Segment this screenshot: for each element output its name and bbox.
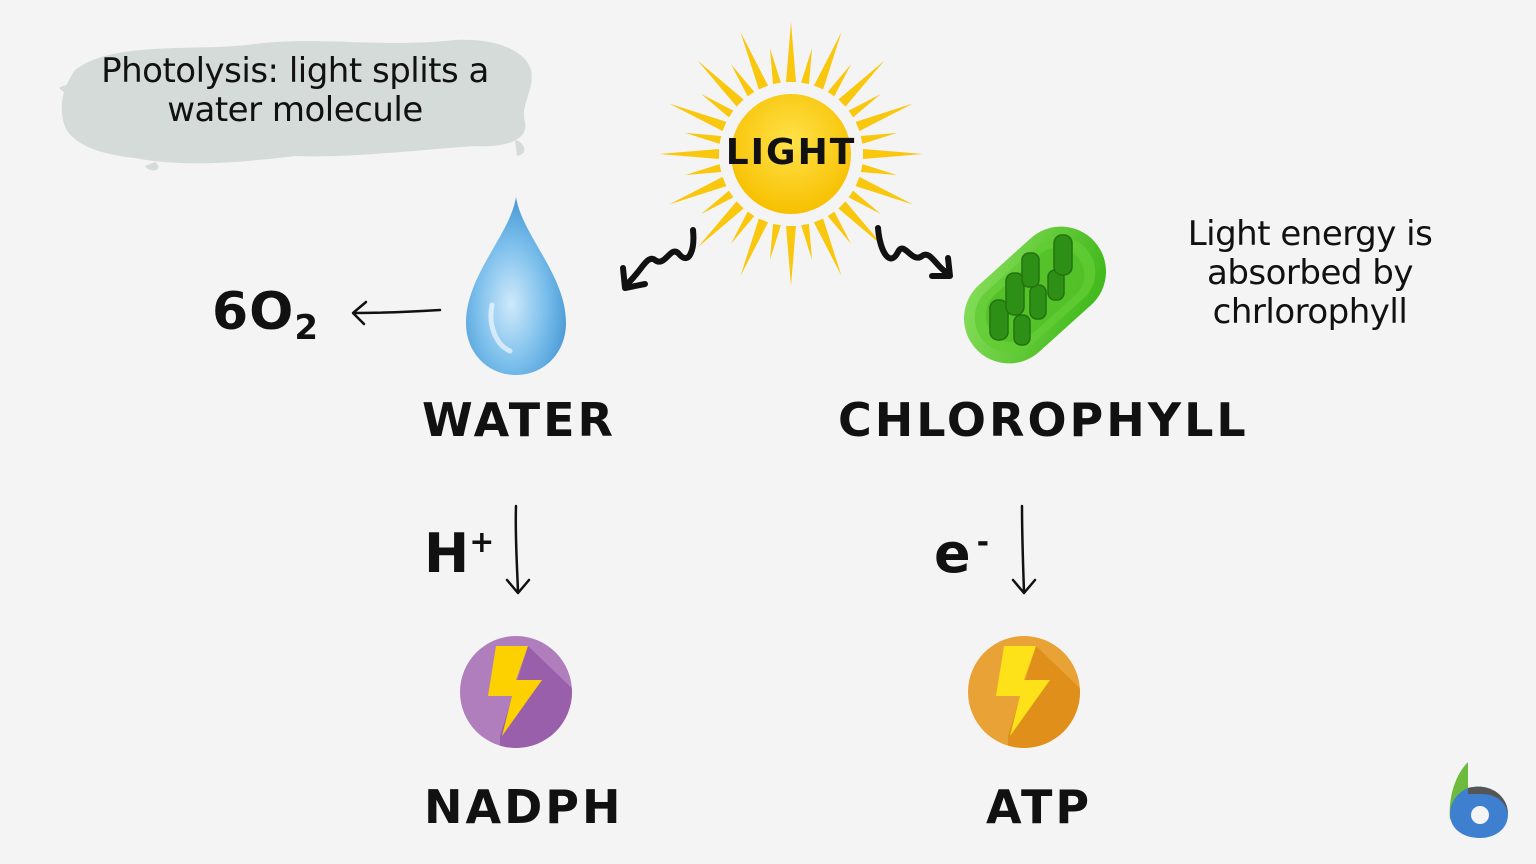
atp-label: ATP (986, 780, 1093, 834)
light-label: LIGHT (725, 132, 857, 173)
atp-lightning-bolt-icon (968, 636, 1080, 748)
arrow-water-to-nadph (504, 504, 534, 598)
brush-highlight (55, 30, 535, 175)
water-drop-icon (462, 195, 570, 377)
arrow-water-to-oxygen (348, 298, 444, 328)
electron-label: e- (934, 522, 990, 585)
nadph-lightning-bolt-icon (460, 636, 572, 748)
hydrogen-ion-label: H+ (424, 522, 495, 585)
oxygen-label: 6O2 (212, 282, 320, 348)
chloroplast-icon (950, 205, 1120, 385)
nadph-label: NADPH (424, 780, 624, 834)
photolysis-note: Photolysis: light splits a water molecul… (101, 51, 489, 131)
absorption-note: Light energy is absorbed by chrlorophyll (1187, 214, 1433, 333)
arrow-chlorophyll-to-atp (1010, 504, 1040, 598)
water-label: WATER (422, 393, 616, 447)
wavy-arrow-to-chlorophyll (870, 222, 960, 287)
brand-logo-icon (1446, 760, 1512, 840)
chlorophyll-label: CHLOROPHYLL (838, 393, 1249, 447)
wavy-arrow-to-water (615, 220, 705, 295)
sun-icon (655, 18, 927, 290)
